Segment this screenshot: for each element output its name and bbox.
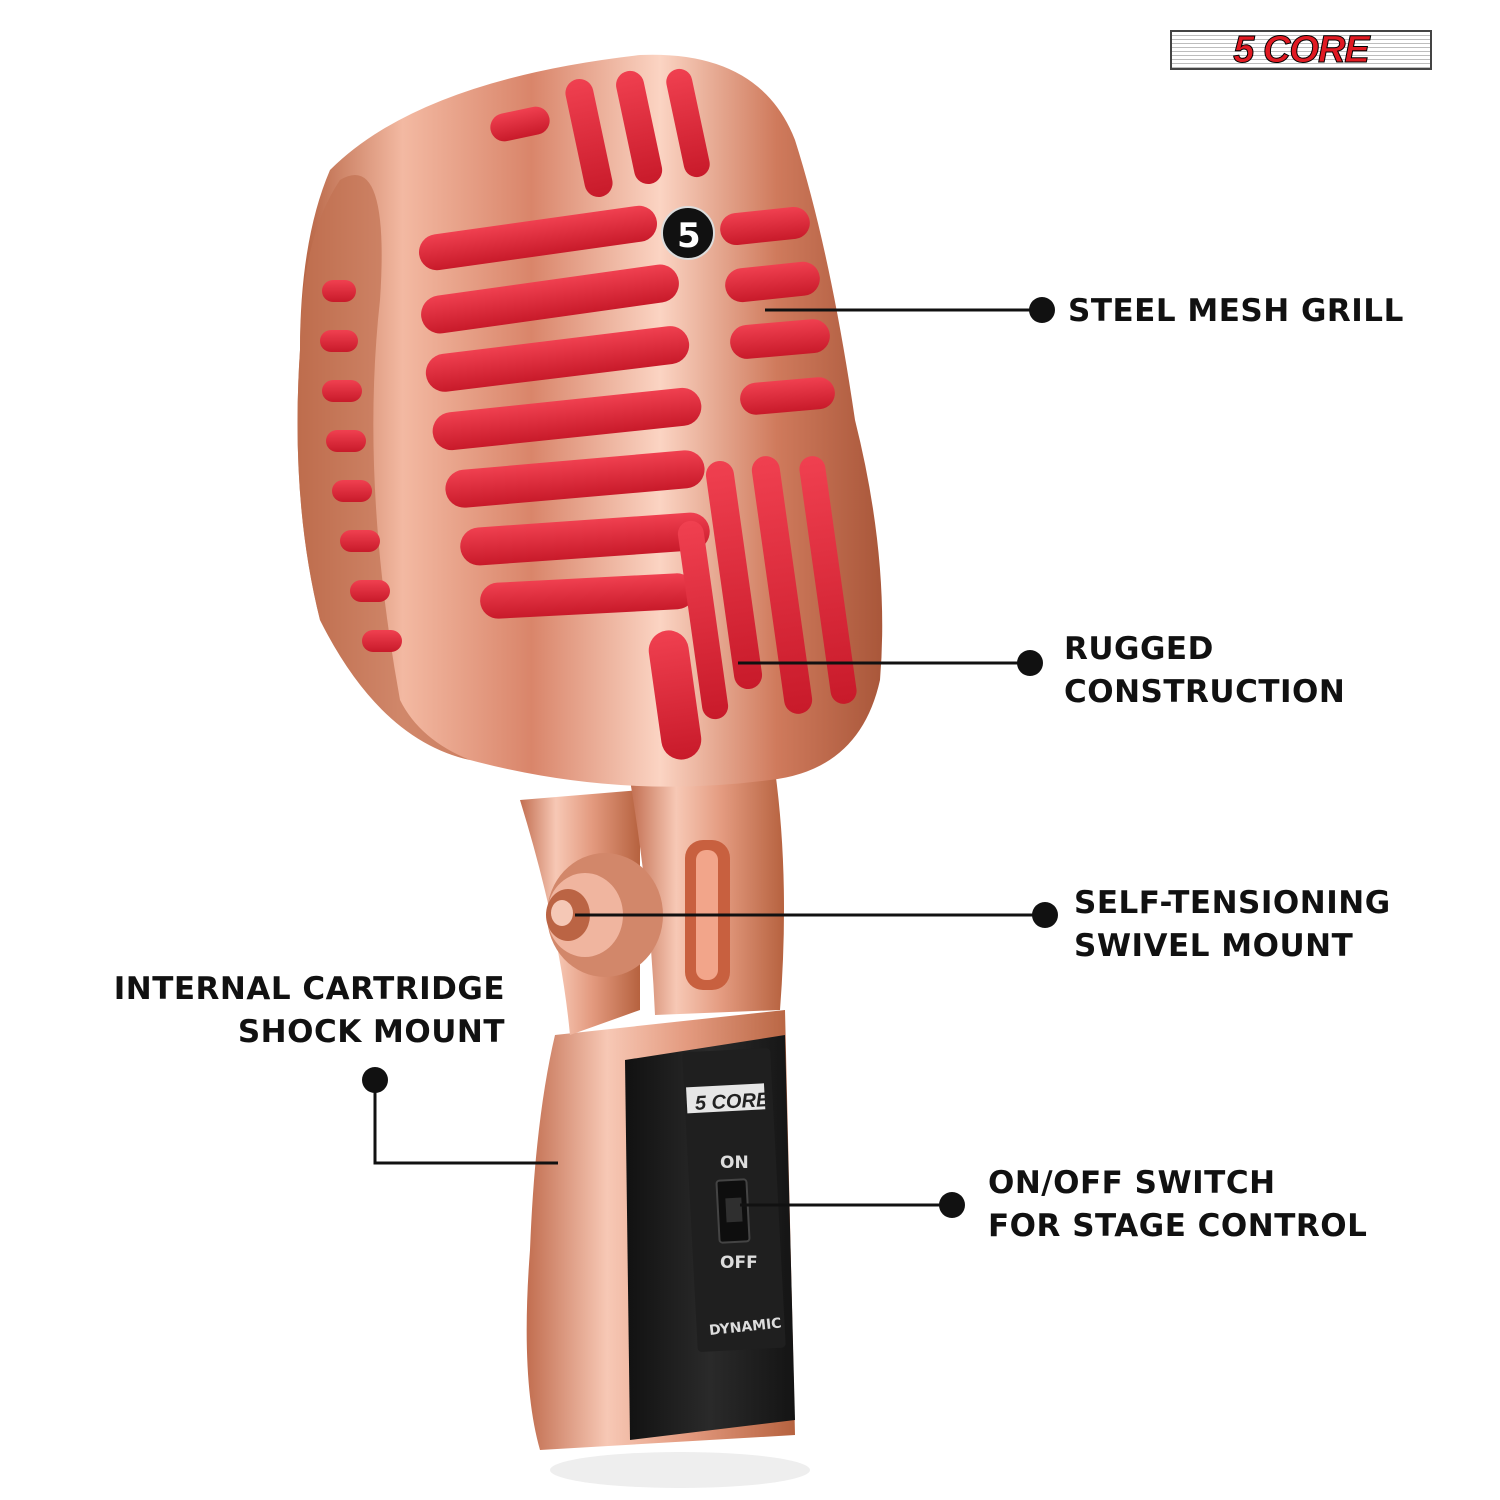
swivel-mount <box>520 770 784 1035</box>
callout-lines <box>373 308 1045 1207</box>
switch-panel: 5 CORE ON OFF DYNAMIC <box>682 1048 786 1352</box>
callout-dots <box>362 297 1058 1218</box>
callout-swivel-line1: SELF-TENSIONING <box>1074 885 1391 921</box>
callout-rugged-line1: RUGGED <box>1064 631 1214 667</box>
callout-rugged-line2: CONSTRUCTION <box>1064 674 1346 710</box>
callout-switch-line1: ON/OFF SWITCH <box>988 1165 1276 1201</box>
callout-switch-line2: FOR STAGE CONTROL <box>988 1208 1368 1244</box>
callout-cartridge-line1: INTERNAL CARTRIDGE <box>113 971 505 1007</box>
callout-cartridge-line2: SHOCK MOUNT <box>237 1014 505 1050</box>
callout-swivel-mount: SELF-TENSIONING SWIVEL MOUNT <box>1074 882 1391 968</box>
grill-badge: 5 <box>661 206 715 260</box>
callout-grill-text: STEEL MESH GRILL <box>1068 293 1404 329</box>
dynamic-label: DYNAMIC <box>708 1315 782 1339</box>
callout-rugged-construction: RUGGED CONSTRUCTION <box>1064 628 1345 714</box>
steel-mesh-grill <box>320 68 857 760</box>
brand-logo-text: 5 CORE <box>1233 29 1370 71</box>
callout-steel-mesh-grill: STEEL MESH GRILL <box>1068 290 1404 333</box>
brand-logo: 5 CORE <box>1170 29 1432 71</box>
switch-off-label: OFF <box>720 1253 758 1273</box>
callout-on-off-switch: ON/OFF SWITCH FOR STAGE CONTROL <box>988 1162 1367 1248</box>
callout-swivel-line2: SWIVEL MOUNT <box>1074 928 1354 964</box>
switch-on-label: ON <box>720 1153 749 1173</box>
grill-badge-number: 5 <box>677 216 701 256</box>
callout-shock-mount: INTERNAL CARTRIDGE SHOCK MOUNT <box>100 968 505 1054</box>
panel-logo-text: 5 CORE <box>694 1089 770 1115</box>
